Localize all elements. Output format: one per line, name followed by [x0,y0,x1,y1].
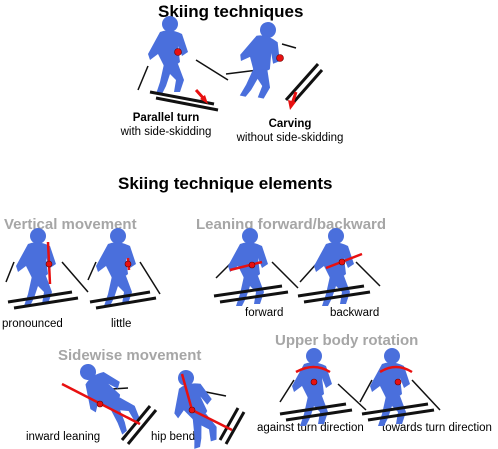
ski [219,290,289,304]
skier-vertical-little [87,228,161,310]
ski [361,402,429,416]
label-against-turn: against turn direction [257,422,364,434]
skier-rotation-towards [359,348,441,426]
skier-leaning-forward [213,228,299,306]
ski [155,96,219,112]
ski [290,69,324,105]
ski [284,63,320,101]
technique-carving: Carving without side-skidding [230,117,350,145]
technique-name: Carving [268,118,312,130]
indicator-line [229,260,263,272]
ski-pole [61,261,89,293]
ski-pole [279,379,295,403]
ski-pole [139,261,161,295]
ski-pole [137,65,149,91]
ski-pole [271,261,299,289]
label-inward-leaning: inward leaning [26,431,101,443]
ski [149,90,215,106]
ski [218,407,240,441]
ski [285,408,353,422]
ski [224,411,246,445]
group-title-sidewise: Sidewise movement [58,347,202,364]
ski-pole [5,261,15,283]
skier-inward-leaning [61,354,158,445]
ski-pole [337,383,367,411]
indicator-line [295,365,331,374]
skier-leaning-backward [297,228,381,306]
label-hip-bend: hip bend [151,431,196,443]
ski-pole [87,261,97,281]
label-towards-turn: towards turn direction [382,422,492,434]
ski [213,284,283,298]
skier-vertical-pronounced [5,228,89,310]
ski [89,290,151,304]
skier-carving [225,17,324,110]
ski-pole [195,59,229,81]
ski [297,284,365,298]
skier-hip-bend [162,364,246,449]
ski-pole [359,379,373,403]
skier-parallel-turn [137,16,229,112]
ski [7,290,73,304]
ski-pole [355,261,381,287]
group-title-rotation: Upper body rotation [275,332,419,349]
ski [13,296,79,310]
label-little: little [111,318,132,330]
ski [95,296,157,310]
indicator-dot [174,48,182,56]
ski [303,290,371,304]
technique-parallel-turn: Parallel turn with side-skidding [118,111,214,139]
label-forward: forward [245,307,284,319]
skier-rotation-against [279,348,367,426]
indicator-dot [276,54,284,62]
elements-title: Skiing technique elements [118,174,333,193]
label-pronounced: pronounced [2,318,63,330]
ski-pole [281,43,297,49]
page-title: Skiing techniques [158,2,304,21]
technique-detail: with side-skidding [120,126,212,138]
indicator-line [379,365,413,374]
ski [279,402,347,416]
ski-pole [411,379,441,411]
ski [126,409,158,445]
label-backward: backward [330,307,380,319]
technique-name: Parallel turn [132,112,200,124]
technique-detail: without side-skidding [236,132,344,144]
ski [367,408,435,422]
